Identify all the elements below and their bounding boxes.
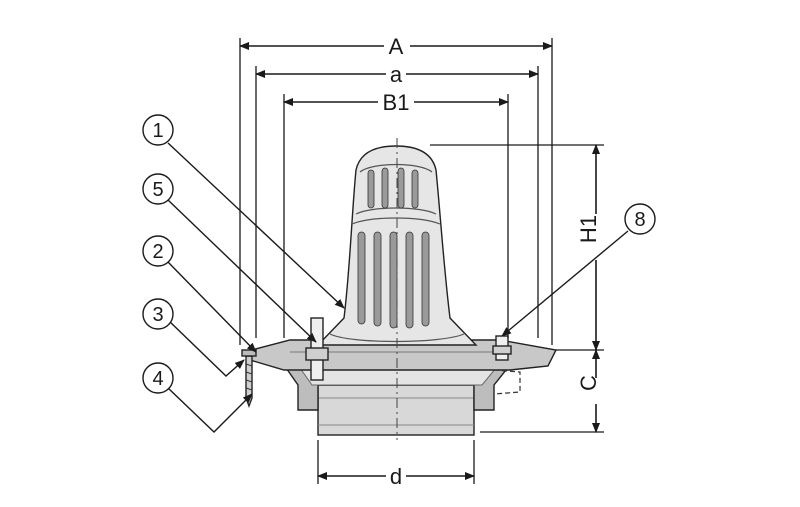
callout-4: 4	[142, 362, 174, 394]
extension-lines	[239, 38, 604, 484]
callout-3: 3	[142, 298, 174, 330]
svg-text:4: 4	[152, 368, 163, 390]
callout-8: 8	[624, 203, 656, 235]
dim-label-B1: B1	[383, 90, 410, 115]
dim-label-d: d	[390, 464, 402, 489]
bolt-left	[305, 317, 329, 381]
bolt-right	[492, 335, 512, 361]
dim-label-C: C	[576, 375, 601, 391]
dim-label-A: A	[389, 34, 404, 59]
callout-2: 2	[142, 235, 174, 267]
svg-text:8: 8	[634, 209, 645, 231]
svg-text:5: 5	[152, 179, 163, 201]
outlet-pipe	[317, 384, 475, 436]
drain-body	[241, 138, 558, 440]
svg-text:2: 2	[152, 241, 163, 263]
dim-label-H1: H1	[576, 215, 601, 243]
leader-lines	[167, 142, 629, 433]
callout-5: 5	[142, 173, 174, 205]
dim-label-a: a	[390, 62, 403, 87]
callout-1: 1	[142, 114, 174, 146]
svg-text:1: 1	[152, 120, 163, 142]
svg-text:3: 3	[152, 304, 163, 326]
